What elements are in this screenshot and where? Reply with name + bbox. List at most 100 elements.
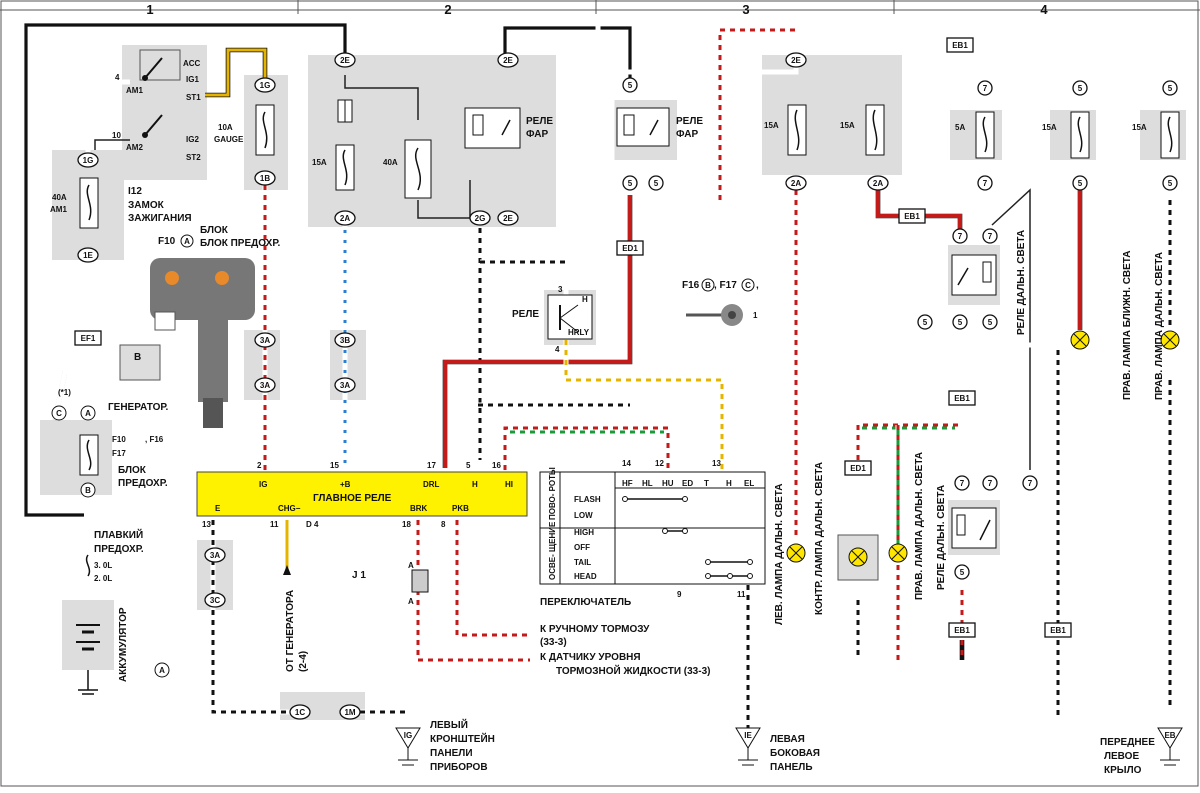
svg-text:EB1: EB1 xyxy=(952,41,968,50)
main-relay: ГЛАВНОЕ РЕЛЕ IG +B DRL H HI 2 15 17 5 16… xyxy=(196,461,528,581)
ign-st2: ST2 xyxy=(186,153,201,162)
sw-row-low: LOW xyxy=(574,511,593,520)
connector-3c: 3C xyxy=(204,592,226,608)
note-fluid-2: ТОРМОЗНОЙ ЖИДКОСТИ (33-3) xyxy=(556,664,710,677)
relay-high-2-label: РЕЛЕ ДАЛЬН. СВЕТА xyxy=(936,485,947,590)
mr-b: +B xyxy=(340,480,351,489)
note-fluid: К ДАТЧИКУ УРОВНЯ xyxy=(540,652,641,663)
svg-text:5: 5 xyxy=(960,568,965,577)
connector-3a: 3A xyxy=(254,377,276,393)
ign-am1: AM1 xyxy=(126,86,143,95)
svg-text:7: 7 xyxy=(960,479,965,488)
sw-group-2: ОСВЕ- ЩЕНИЕ xyxy=(548,521,557,580)
connector-1m: 1M xyxy=(339,704,361,720)
connector-2e: 2E xyxy=(785,52,807,68)
sw-pin-13: 13 xyxy=(712,459,721,468)
fbl-pin-a: A xyxy=(85,409,91,418)
sw-row-head: HEAD xyxy=(574,572,597,581)
fref2-cb: C xyxy=(745,281,751,290)
f3-15a-2: 15A xyxy=(840,121,855,130)
mr-hi: HI xyxy=(505,480,513,489)
svg-text:7: 7 xyxy=(958,232,963,241)
mr-n2: 2 xyxy=(257,461,262,470)
svg-text:5: 5 xyxy=(628,179,633,188)
connector-2e: 2E xyxy=(497,210,519,226)
note-from-gen: ОТ ГЕНЕРАТОРА xyxy=(285,590,296,672)
sw-row-off: OFF xyxy=(574,543,590,552)
connector-eb1: EB1 xyxy=(948,622,976,638)
svg-text:EB1: EB1 xyxy=(954,394,970,403)
generator: B ГЕНЕРАТОР. (*1) xyxy=(58,344,169,413)
relay-high-2: РЕЛЕ ДАЛЬН. СВЕТА xyxy=(936,485,997,590)
light-switch-table: HF HL HU ED T H EL FLASH LOW HIGH OFF TA… xyxy=(539,459,766,608)
sw-col-el: EL xyxy=(744,479,754,488)
relay-far-2: РЕЛЕ ФАР xyxy=(464,107,553,149)
pin-bubble: 7 xyxy=(1022,475,1038,491)
connector-eb1: EB1 xyxy=(898,208,926,224)
lamp-right-low-vert: ПРАВ. ЛАМПА БЛИЖН. СВЕТА xyxy=(1070,250,1133,400)
relay-far-3-l2: ФАР xyxy=(676,129,699,140)
svg-text:7: 7 xyxy=(988,479,993,488)
mr-id: J 1 xyxy=(352,570,366,581)
mr-drl: DRL xyxy=(423,480,440,489)
fusible-link-2: ПРЕДОХР. xyxy=(94,544,144,555)
sw-pin-12: 12 xyxy=(655,459,664,468)
svg-text:EB1: EB1 xyxy=(904,212,920,221)
note-parking-ref: (33-3) xyxy=(540,637,567,648)
svg-text:1G: 1G xyxy=(83,156,94,165)
fbl-ref-3: F17 xyxy=(112,449,126,458)
mr-chg: CHG− xyxy=(278,504,301,513)
svg-text:2E: 2E xyxy=(503,56,513,65)
svg-text:2A: 2A xyxy=(340,214,350,223)
svg-text:EB1: EB1 xyxy=(1050,626,1066,635)
f4-5a: 5A xyxy=(955,123,965,132)
section-1-label: 1 xyxy=(146,2,153,17)
f2-15a: 15A xyxy=(312,158,327,167)
mr-d4: D 4 xyxy=(306,520,319,529)
fref2-pin: 1 xyxy=(753,311,758,320)
fref2-c: , xyxy=(756,280,759,291)
svg-text:3A: 3A xyxy=(210,551,220,560)
connector-3b: 3B xyxy=(334,332,356,348)
ground-eb-3: КРЫЛО xyxy=(1104,765,1142,776)
mr-n16: 16 xyxy=(492,461,501,470)
pin-bubble: 5 xyxy=(954,564,970,580)
fbl-ref-1: F10 xyxy=(112,435,126,444)
wire-main-feed xyxy=(24,23,347,517)
note-parking: К РУЧНОМУ ТОРМОЗУ xyxy=(540,624,650,635)
svg-text:5: 5 xyxy=(1168,179,1173,188)
svg-text:5: 5 xyxy=(1078,84,1083,93)
fuse-ref-2: F16 B , F17 C , 1 xyxy=(682,278,759,326)
hrly-h: H xyxy=(582,295,588,304)
lamp-right-high-label: ПРАВ. ЛАМПА ДАЛЬН. СВЕТА xyxy=(914,452,925,600)
pin-bubble: 5 xyxy=(1162,175,1178,191)
fref2-b: , F17 xyxy=(714,280,737,291)
pin-bubble: 7 xyxy=(977,80,993,96)
mr-brk: BRK xyxy=(410,504,428,513)
fref2-ca: B xyxy=(705,281,711,290)
svg-text:2E: 2E xyxy=(503,214,513,223)
sw-pin-9: 9 xyxy=(677,590,682,599)
sw-row-high: HIGH xyxy=(574,528,594,537)
mr-n17: 17 xyxy=(427,461,436,470)
ign-ig2: IG2 xyxy=(186,135,199,144)
svg-text:2G: 2G xyxy=(475,214,486,223)
ground-ie-2: БОКОВАЯ xyxy=(770,748,820,759)
connector-ed1: ED1 xyxy=(616,240,644,256)
pin-bubble: 5 xyxy=(982,314,998,330)
svg-text:EF1: EF1 xyxy=(81,334,96,343)
pin-bubble: 5 xyxy=(917,314,933,330)
svg-text:5: 5 xyxy=(654,179,659,188)
svg-text:2E: 2E xyxy=(791,56,801,65)
ground-ie-3: ПАНЕЛЬ xyxy=(770,762,813,773)
f4-15a-2: 15A xyxy=(1132,123,1147,132)
ign-am2: AM2 xyxy=(126,143,143,152)
ref-a: A xyxy=(159,666,165,675)
fusible-v1: 3. 0L xyxy=(94,561,112,570)
svg-text:7: 7 xyxy=(983,179,988,188)
ground-ig-code: IG xyxy=(404,731,412,740)
svg-text:5: 5 xyxy=(923,318,928,327)
ground-eb-1: ПЕРЕДНЕЕ xyxy=(1100,737,1155,748)
hrly-pin: 4 xyxy=(555,345,560,354)
